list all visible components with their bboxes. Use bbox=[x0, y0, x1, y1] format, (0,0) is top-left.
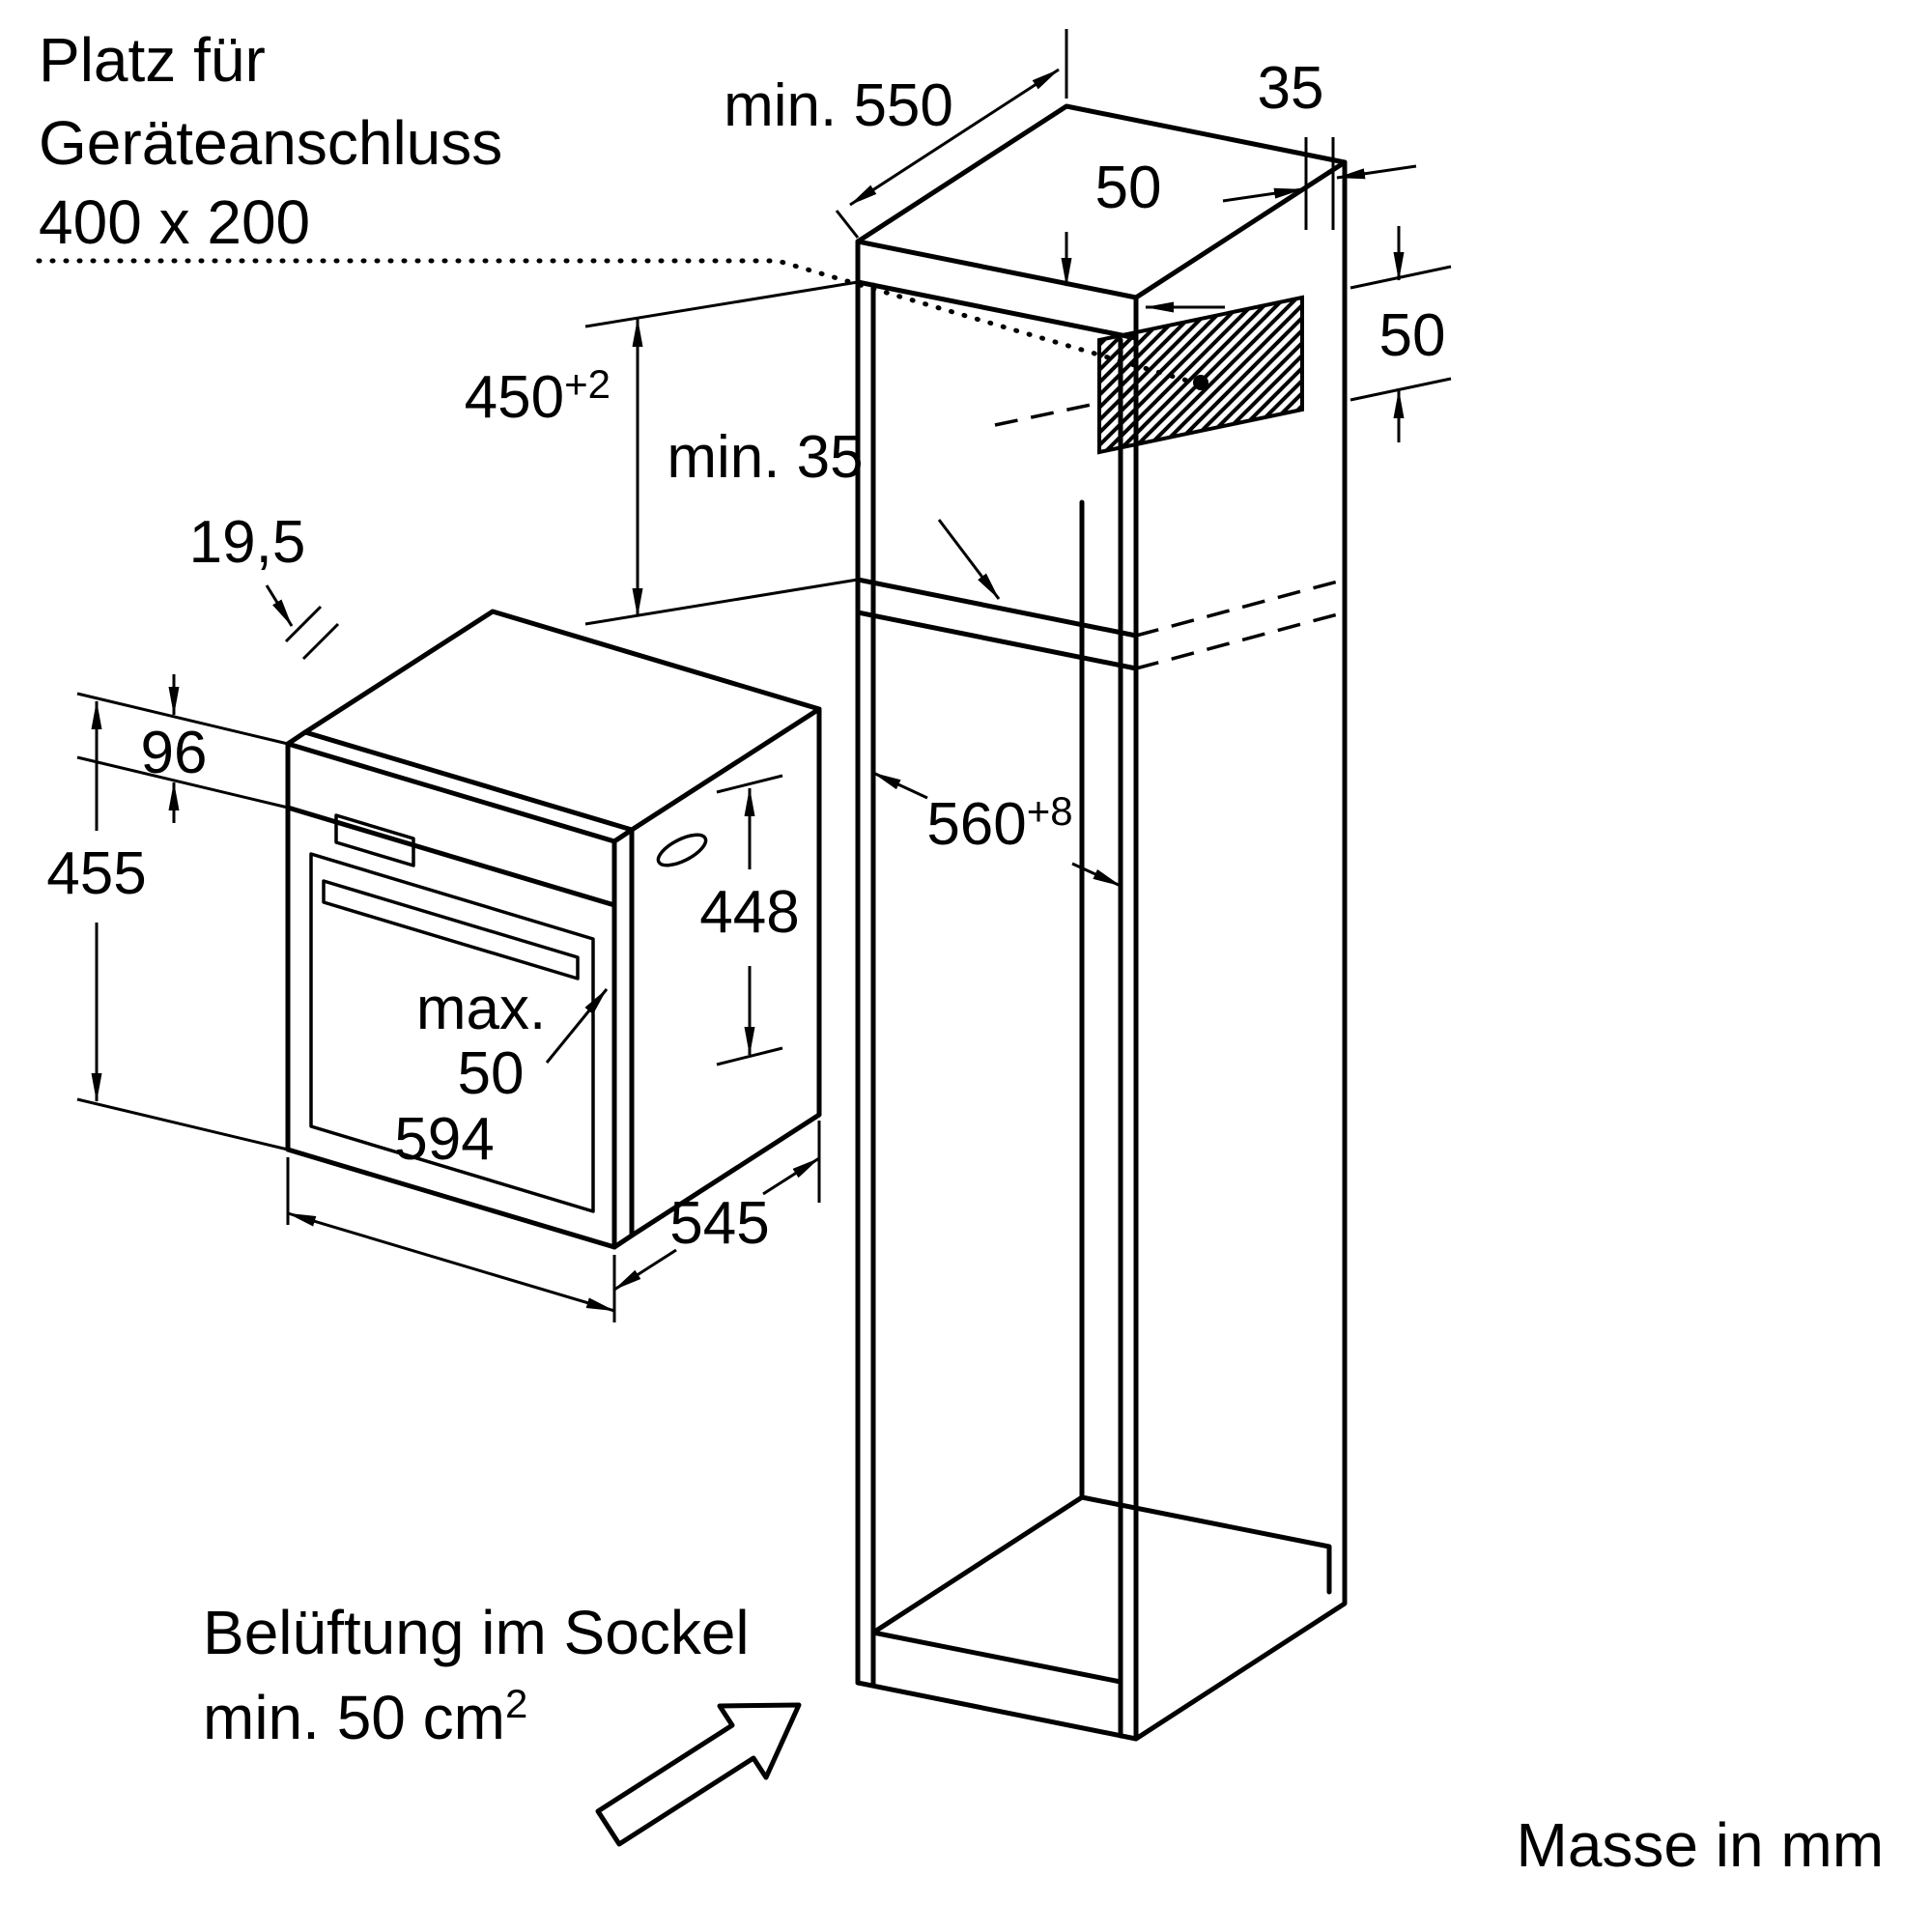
dim-shelf-min-35: min. 35 bbox=[667, 424, 863, 491]
shelf-hidden-dashed bbox=[994, 402, 1346, 670]
oven-outline bbox=[285, 609, 822, 1250]
connection-area-hatch bbox=[1097, 295, 1304, 455]
dim-cabinet-depth: min. 550 bbox=[724, 72, 953, 139]
oven-door-inner bbox=[309, 852, 595, 1213]
side-grip-slot bbox=[656, 833, 708, 867]
cabinet-base bbox=[870, 499, 1332, 1739]
dim-conn-offset-side-50: 50 bbox=[1379, 302, 1446, 369]
vent-note-line1: Belüftung im Sockel bbox=[203, 1598, 750, 1667]
leader-dotted-line bbox=[36, 258, 1197, 385]
dim-front-height-455: 455 bbox=[46, 840, 146, 907]
cabinet-outline bbox=[855, 103, 1348, 1742]
dimension-lines bbox=[76, 29, 1452, 1322]
dim-niche-height-450: 450+2 bbox=[465, 361, 611, 431]
dim-body-height-448: 448 bbox=[699, 879, 799, 946]
dim-niche-width-560: 560+8 bbox=[926, 788, 1072, 858]
connection-point-dot bbox=[1193, 375, 1208, 390]
insertion-arrow bbox=[595, 1702, 802, 1847]
oven-display bbox=[334, 813, 415, 867]
cabinet-shelf bbox=[855, 577, 1139, 671]
connection-note-line2: Geräteanschluss bbox=[39, 108, 502, 178]
connection-note-line1: Platz für bbox=[39, 25, 266, 95]
dim-oven-width-594: 594 bbox=[394, 1106, 494, 1173]
dim-conn-offset-top-50: 50 bbox=[1095, 155, 1162, 221]
dim-max-protrusion-label: max. bbox=[416, 976, 546, 1042]
control-panel-line bbox=[285, 805, 617, 908]
dim-panel-height-96: 96 bbox=[141, 720, 208, 786]
oven-handle bbox=[322, 879, 580, 980]
connection-note-line3: 400 x 200 bbox=[39, 187, 310, 257]
vent-note-line2: min. 50 cm2 bbox=[203, 1681, 527, 1752]
dim-oven-depth-545: 545 bbox=[669, 1190, 769, 1257]
dim-frame-overhang-195: 19,5 bbox=[189, 509, 306, 576]
dim-wall-gap-35: 35 bbox=[1258, 55, 1324, 122]
dim-max-protrusion-value: 50 bbox=[458, 1040, 525, 1107]
units-note: Masse in mm bbox=[1517, 1810, 1885, 1880]
